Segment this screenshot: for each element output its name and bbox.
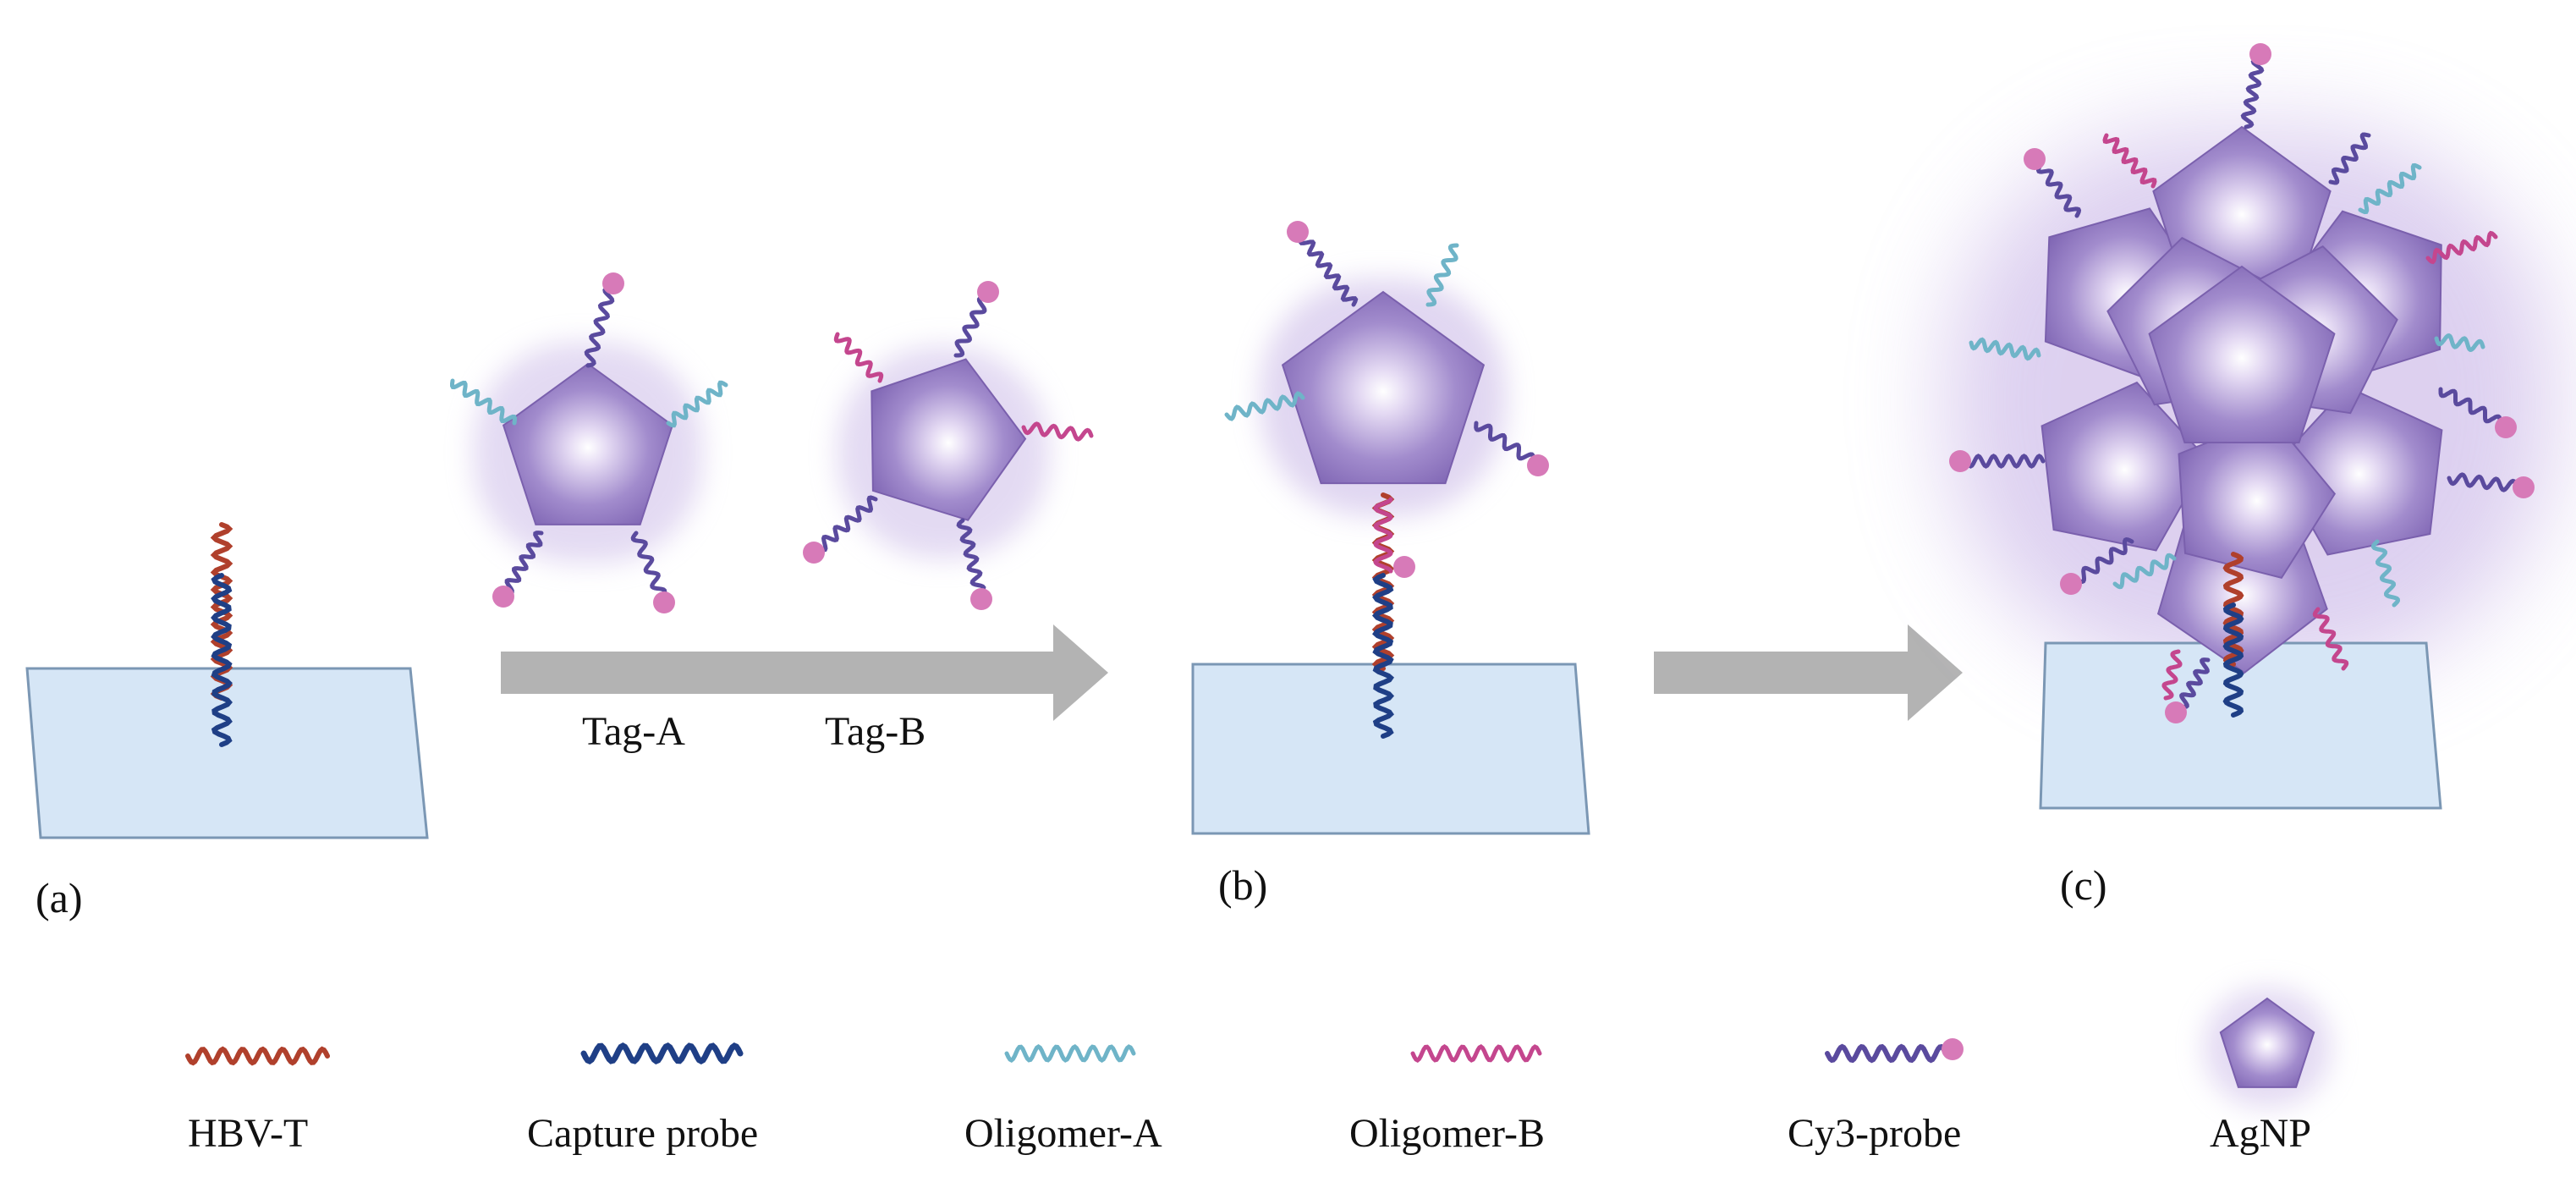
cy3-probe-strand xyxy=(2074,537,2134,584)
panel-label-a: (a) xyxy=(36,874,83,921)
cy3-dye xyxy=(602,272,624,294)
agnp-swatch xyxy=(2219,997,2315,1088)
cy3-probe-strand xyxy=(1964,454,2046,469)
tag-b: Tag-B xyxy=(803,281,1094,754)
cy3-dye xyxy=(977,281,999,303)
oligomer-a-swatch xyxy=(1004,1044,1136,1063)
oligomer-a-strand xyxy=(2434,333,2485,352)
oligomer-a-strand xyxy=(666,380,728,428)
dsdna-a xyxy=(210,522,233,747)
arrow-2-shape xyxy=(1654,624,1963,721)
panel-label-c: (c) xyxy=(2060,861,2107,909)
cy3-dye xyxy=(2060,573,2082,595)
oligomer-a-strand xyxy=(450,378,517,426)
cy3-dye xyxy=(653,591,675,613)
capture-probe-strand xyxy=(211,573,233,747)
arrow-1-shape xyxy=(501,624,1108,721)
cy3-probe-strand xyxy=(2035,162,2082,218)
legend-label-oligomer-a: Oligomer-A xyxy=(964,1111,1162,1156)
cy3-probe-swatch xyxy=(1825,1043,1948,1064)
tag-a: Tag-A xyxy=(450,272,728,754)
legend-item-oligomer-b: Oligomer-B xyxy=(1349,1044,1545,1156)
capture-probe-strand xyxy=(2222,602,2244,718)
oligomer-b-strand xyxy=(1021,421,1094,442)
capture-probe-swatch xyxy=(580,1042,744,1065)
cy3-probe-strand xyxy=(1298,234,1359,307)
oligomer-b-strand xyxy=(833,332,884,383)
cy3-probe-strand xyxy=(2178,657,2211,709)
cy3-dye xyxy=(1942,1038,1964,1060)
legend-label-cy3-probe: Cy3-probe xyxy=(1788,1111,1961,1156)
cy3-probe-strand xyxy=(503,531,544,595)
legend-label-hbv-target: HBV-T xyxy=(188,1111,308,1156)
cy3-probe-strand xyxy=(630,531,667,599)
oligomer-a-strand xyxy=(1224,391,1305,421)
cy3-dye xyxy=(1949,450,1971,472)
arrow-2 xyxy=(1654,624,1963,721)
legend: HBV-T Capture probe Oligomer-A Oligomer-… xyxy=(185,988,2331,1156)
cy3-dye xyxy=(1527,454,1549,476)
cy3-dye xyxy=(492,586,514,608)
cy3-dye xyxy=(2024,148,2046,170)
oligomer-a-strand xyxy=(2112,553,2177,590)
arrow-1 xyxy=(501,624,1108,721)
cy3-probe-strand xyxy=(2438,387,2502,426)
oligomer-b-swatch xyxy=(1410,1044,1542,1063)
oligomer-a-strand xyxy=(2370,539,2401,608)
cy3-dye xyxy=(970,588,992,610)
agnp-tag-a xyxy=(502,362,674,525)
panel-a: (a) xyxy=(25,522,429,921)
panel-b: (b) xyxy=(1191,221,1590,909)
substrate-a xyxy=(25,667,429,839)
cy3-probe-strand xyxy=(2240,57,2265,129)
cy3-probe-strand xyxy=(584,285,615,368)
legend-item-oligomer-a: Oligomer-A xyxy=(964,1044,1162,1156)
substrate-b xyxy=(1191,663,1590,835)
tag-a-label: Tag-A xyxy=(582,709,685,754)
legend-item-capture-probe: Capture probe xyxy=(527,1042,758,1156)
cy3-dye xyxy=(2495,416,2517,438)
agnp-tag-b xyxy=(871,358,1027,521)
legend-item-agnp: AgNP xyxy=(2204,988,2331,1156)
oligomer-b-strand xyxy=(2312,607,2349,671)
dsdna-b xyxy=(1371,492,1395,739)
oligomer-b-strand xyxy=(1373,497,1393,574)
oligomer-a-strand xyxy=(2358,162,2422,215)
legend-item-cy3-probe: Cy3-probe xyxy=(1788,1038,1964,1156)
tag-b-label: Tag-B xyxy=(825,709,925,754)
capture-probe-strand xyxy=(1371,573,1395,739)
cy3-probe-strand xyxy=(2447,472,2519,492)
oligomer-b-strand xyxy=(2425,230,2498,265)
legend-label-oligomer-b: Oligomer-B xyxy=(1349,1111,1545,1156)
cy3-probe-strand xyxy=(816,495,878,553)
agnp-aggregate xyxy=(2148,265,2336,443)
agnp-bound xyxy=(1281,290,1486,485)
cy3-probe-strand xyxy=(953,295,988,358)
cy3-dye xyxy=(1287,221,1309,243)
panel-c: (c) xyxy=(1946,43,2555,909)
cy3-dye xyxy=(1393,556,1415,578)
legend-label-capture-probe: Capture probe xyxy=(527,1111,758,1156)
cy3-probe-strand xyxy=(956,518,986,595)
cy3-probe-strand xyxy=(2328,132,2371,185)
dsdna-c xyxy=(2222,552,2244,718)
cy3-dye xyxy=(2165,701,2187,723)
hbv-target-swatch xyxy=(185,1046,330,1066)
legend-label-agnp: AgNP xyxy=(2210,1111,2311,1156)
panel-label-b: (b) xyxy=(1218,861,1267,909)
cy3-dye xyxy=(803,542,825,564)
cy3-probe-strand xyxy=(1474,421,1535,464)
hbv-target-strand xyxy=(2222,552,2244,667)
oligomer-a-strand xyxy=(1425,243,1459,307)
legend-item-hbv-target: HBV-T xyxy=(185,1046,330,1156)
oligomer-b-strand xyxy=(2102,133,2157,189)
cy3-dye xyxy=(2513,476,2535,498)
cy3-dye xyxy=(2249,43,2271,65)
oligomer-a-strand xyxy=(1969,337,2041,361)
oligomer-b-strand xyxy=(2161,649,2183,701)
substrate-c xyxy=(2039,641,2442,810)
